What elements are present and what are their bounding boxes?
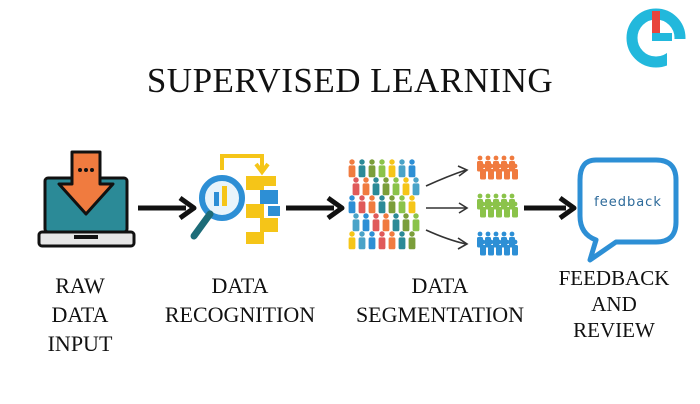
person-figure: [358, 231, 366, 250]
person-figure: [488, 201, 494, 218]
person-figure: [388, 195, 396, 214]
flow-arrow-1: [138, 195, 197, 221]
person-figure: [408, 231, 416, 250]
person-figure: [496, 163, 502, 180]
person-figure: [493, 231, 499, 248]
flow-arrow-3: [524, 195, 577, 221]
person-figure: [372, 213, 380, 232]
person-figure: [485, 231, 491, 248]
person-figure: [480, 163, 486, 180]
brand-logo: [626, 8, 689, 69]
person-figure: [402, 213, 410, 232]
person-figure: [493, 155, 499, 172]
person-figure: [382, 177, 390, 196]
person-figure: [485, 193, 491, 210]
person-figure: [512, 201, 518, 218]
person-figure: [408, 195, 416, 214]
person-figure: [477, 193, 483, 210]
person-figure: [477, 231, 483, 248]
person-figure: [398, 195, 406, 214]
person-figure: [378, 195, 386, 214]
label-line: AND: [591, 292, 637, 316]
person-figure: [509, 231, 515, 248]
person-figure: [348, 195, 356, 214]
person-figure: [362, 213, 370, 232]
person-figure: [388, 159, 396, 178]
person-figure: [504, 201, 510, 218]
person-figure: [368, 231, 376, 250]
person-figure: [352, 177, 360, 196]
person-figure: [352, 213, 360, 232]
person-figure: [402, 177, 410, 196]
label-line: REVIEW: [573, 318, 655, 342]
person-figure: [504, 239, 510, 256]
magnifier-chart-icon: [190, 154, 280, 244]
person-figure: [493, 193, 499, 210]
people-groups-icon: [477, 155, 518, 256]
label-line: SEGMENTATION: [355, 302, 525, 327]
person-figure: [392, 177, 400, 196]
person-figure: [368, 159, 376, 178]
person-figure: [362, 177, 370, 196]
person-figure: [408, 159, 416, 178]
laptop-download-icon: [37, 150, 136, 248]
people-crowd-icon: [348, 159, 420, 250]
person-figure: [504, 163, 510, 180]
bubble-text: feedback: [594, 195, 662, 210]
person-figure: [485, 155, 491, 172]
person-figure: [501, 193, 507, 210]
label-line: FEEDBACK: [558, 266, 670, 290]
label-line: DATA: [51, 302, 109, 327]
label-raw-data-input: RAW DATA INPUT: [30, 271, 130, 358]
person-figure: [382, 213, 390, 232]
person-figure: [358, 159, 366, 178]
person-figure: [477, 155, 483, 172]
label-line: RAW: [55, 273, 105, 298]
person-figure: [512, 239, 518, 256]
person-figure: [388, 231, 396, 250]
person-figure: [488, 239, 494, 256]
label-line: DATA: [411, 273, 469, 298]
person-figure: [512, 163, 518, 180]
person-figure: [392, 213, 400, 232]
label-feedback-and-review: FEEDBACK AND REVIEW: [548, 265, 680, 343]
person-figure: [501, 155, 507, 172]
label-line: DATA: [211, 273, 269, 298]
person-figure: [509, 155, 515, 172]
person-figure: [480, 201, 486, 218]
person-figure: [378, 159, 386, 178]
speech-bubble-icon: feedback: [577, 157, 679, 263]
person-figure: [501, 231, 507, 248]
person-figure: [412, 177, 420, 196]
person-figure: [398, 231, 406, 250]
person-figure: [348, 159, 356, 178]
label-data-segmentation: DATA SEGMENTATION: [340, 271, 540, 329]
label-line: INPUT: [47, 331, 113, 356]
person-figure: [358, 195, 366, 214]
person-figure: [378, 231, 386, 250]
person-figure: [398, 159, 406, 178]
person-figure: [509, 193, 515, 210]
label-data-recognition: DATA RECOGNITION: [150, 271, 330, 329]
person-figure: [496, 239, 502, 256]
label-line: RECOGNITION: [164, 302, 316, 327]
page-title: SUPERVISED LEARNING: [146, 61, 554, 100]
split-arrows: [425, 165, 469, 250]
person-figure: [372, 177, 380, 196]
person-figure: [348, 231, 356, 250]
person-figure: [412, 213, 420, 232]
person-figure: [488, 163, 494, 180]
flow-arrow-2: [286, 195, 345, 221]
person-figure: [496, 201, 502, 218]
person-figure: [368, 195, 376, 214]
person-figure: [480, 239, 486, 256]
